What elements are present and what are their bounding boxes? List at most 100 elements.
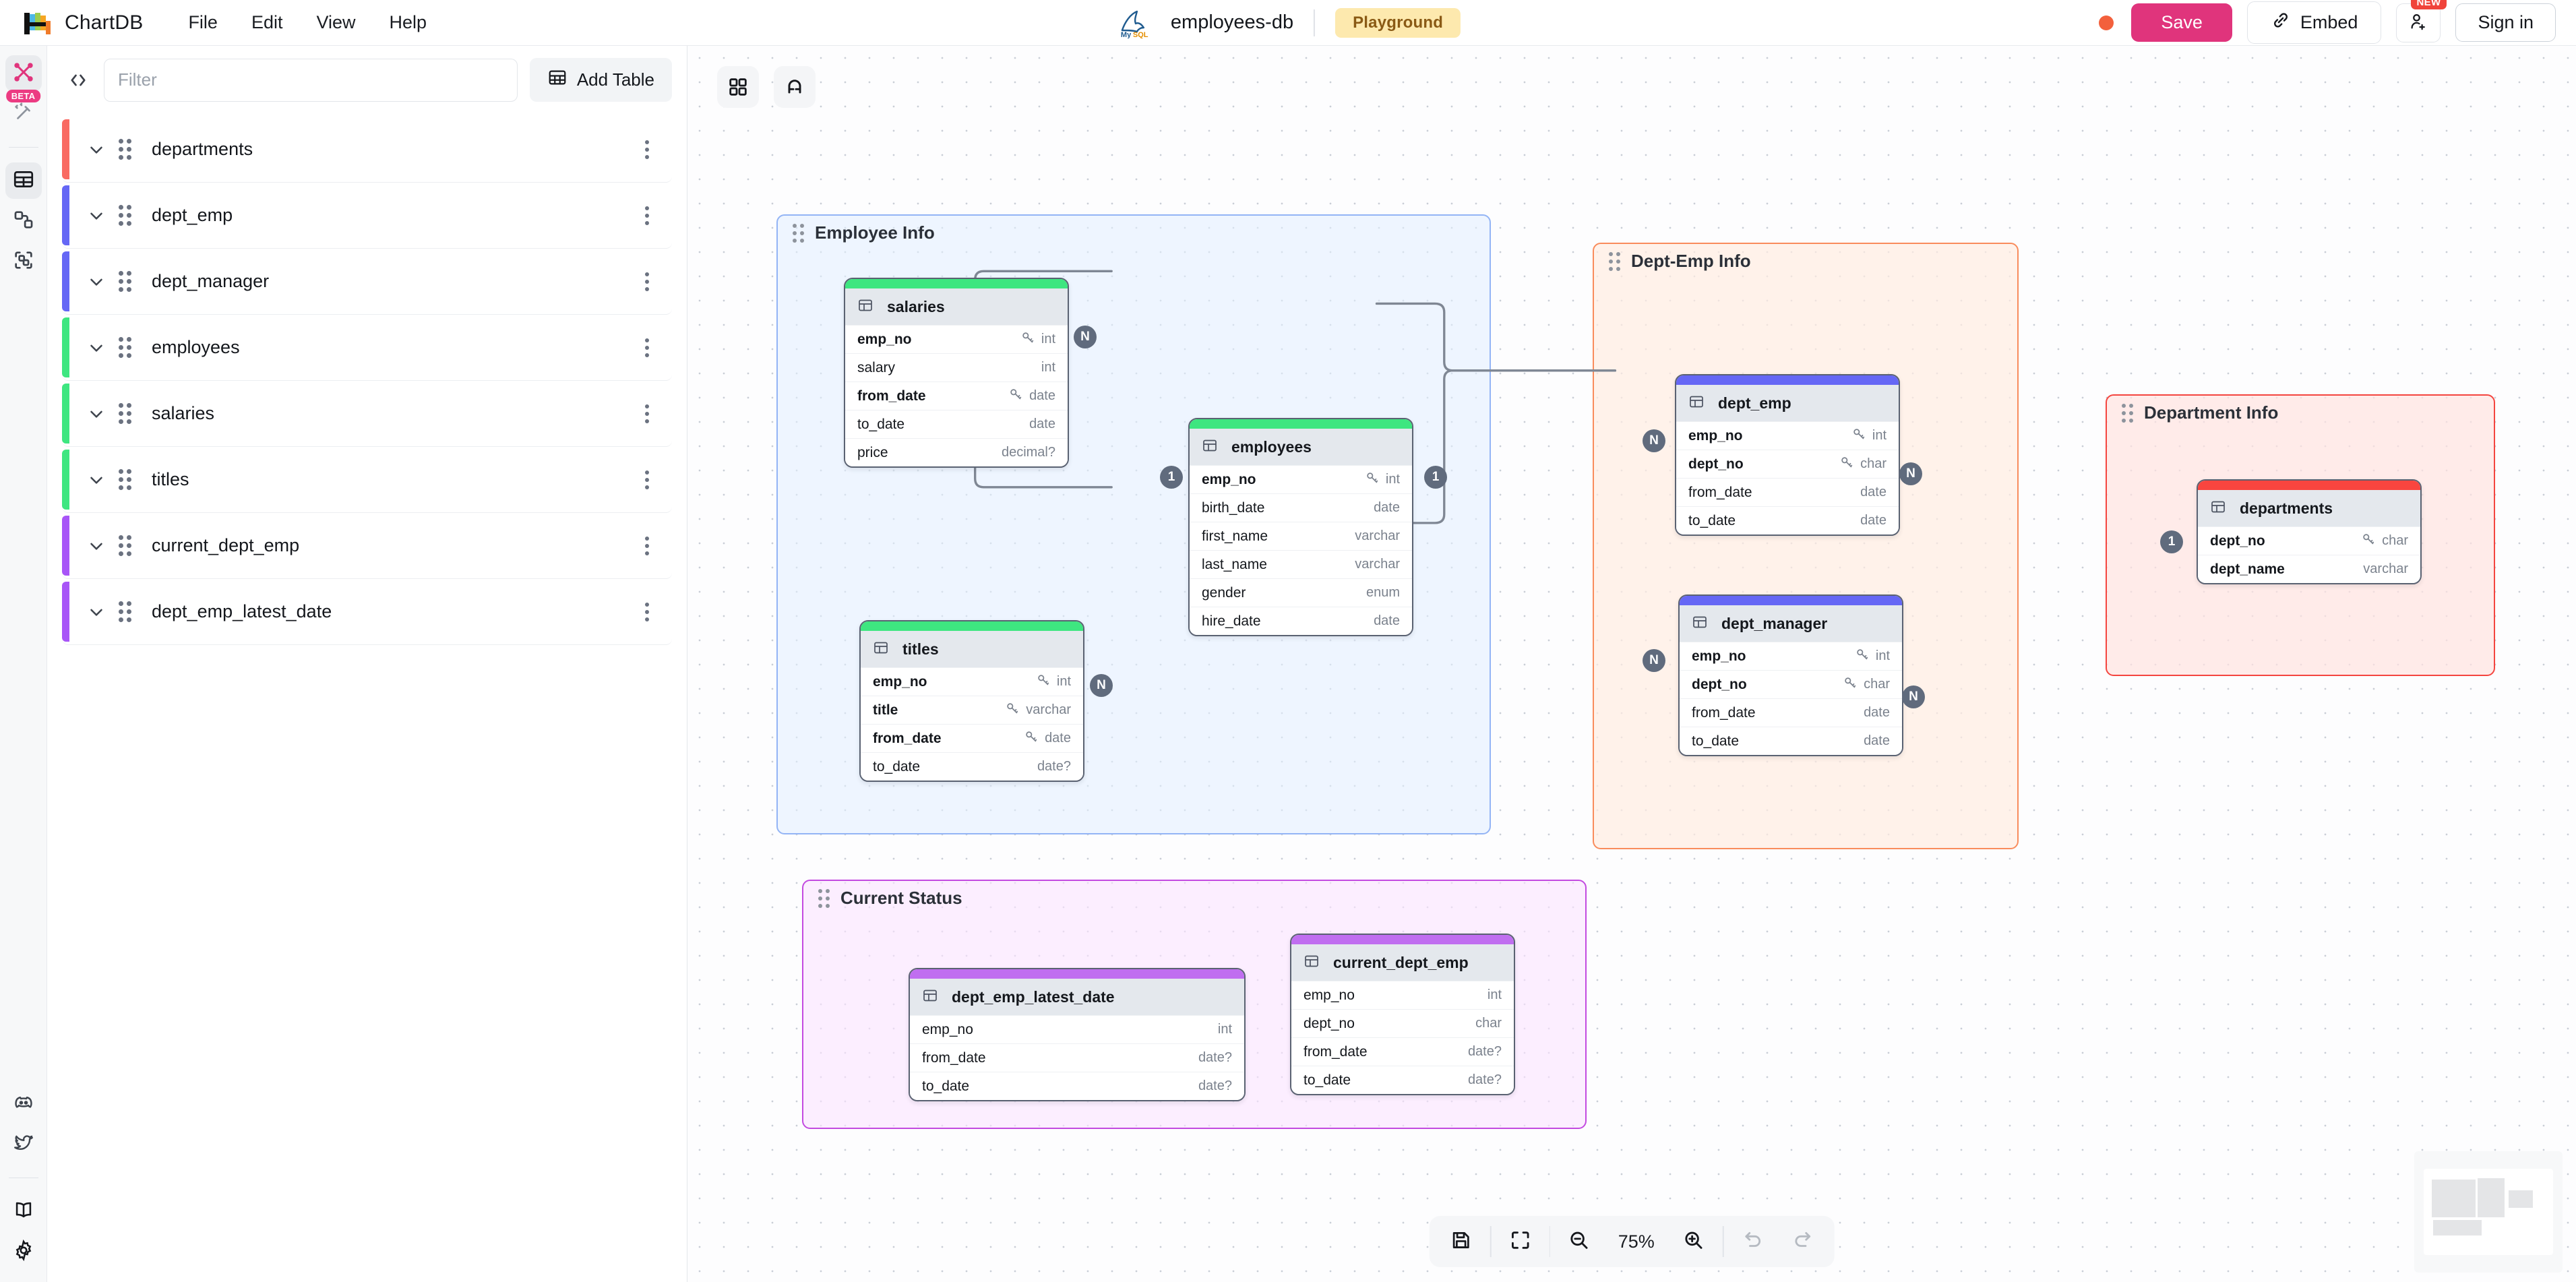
save-button[interactable]: Save: [2131, 3, 2232, 42]
code-view-toggle[interactable]: [65, 67, 92, 94]
zoom-in-button[interactable]: [1669, 1221, 1719, 1262]
grid-view-icon[interactable]: [717, 66, 759, 108]
sidebar-item-dept_manager[interactable]: dept_manager: [62, 249, 672, 315]
sidebar-item-titles[interactable]: titles: [62, 447, 672, 513]
add-user-button[interactable]: NEW: [2396, 0, 2447, 42]
area-dept-emp-info[interactable]: Dept-Emp Info: [1593, 243, 2019, 849]
chevron-down-icon[interactable]: [85, 140, 108, 160]
sidebar-item-salaries[interactable]: salaries: [62, 381, 672, 447]
drag-handle-icon[interactable]: [793, 223, 804, 243]
menu-item-file[interactable]: File: [188, 12, 218, 32]
rail-item-ai-magic[interactable]: BETA: [5, 90, 42, 132]
rail-item-dependencies[interactable]: [5, 243, 42, 280]
table-card-header[interactable]: titles: [861, 631, 1083, 667]
drag-handle-icon[interactable]: [119, 601, 131, 622]
more-options-icon[interactable]: [645, 272, 649, 291]
drag-handle-icon[interactable]: [119, 535, 131, 556]
filter-input[interactable]: [104, 58, 518, 102]
sidebar-item-employees[interactable]: employees: [62, 315, 672, 381]
sidebar-item-current_dept_emp[interactable]: current_dept_emp: [62, 513, 672, 579]
menu-item-edit[interactable]: Edit: [251, 12, 283, 32]
rail-item-diagrams[interactable]: [5, 55, 42, 92]
sidebar-item-departments[interactable]: departments: [62, 117, 672, 183]
rail-item-docs[interactable]: [5, 1193, 42, 1229]
chevron-down-icon[interactable]: [85, 536, 108, 556]
table-card-header[interactable]: salaries: [845, 288, 1068, 325]
more-options-icon[interactable]: [645, 140, 649, 159]
chevron-down-icon[interactable]: [85, 272, 108, 292]
zoom-level-label[interactable]: 75%: [1618, 1231, 1655, 1252]
drag-handle-icon[interactable]: [119, 337, 131, 358]
add-table-button[interactable]: Add Table: [529, 58, 672, 102]
table-card-header[interactable]: departments: [2198, 490, 2420, 526]
more-options-icon[interactable]: [645, 338, 649, 357]
undo-button[interactable]: [1727, 1221, 1777, 1262]
table-card-header[interactable]: dept_emp: [1676, 385, 1899, 421]
more-options-icon[interactable]: [645, 404, 649, 423]
table-card-header[interactable]: dept_manager: [1680, 605, 1902, 642]
drag-handle-icon[interactable]: [119, 271, 131, 292]
sidebar-item-dept_emp[interactable]: dept_emp: [62, 183, 672, 249]
drag-handle-icon[interactable]: [119, 469, 131, 490]
rail-item-tables[interactable]: [5, 162, 42, 199]
embed-button[interactable]: Embed: [2246, 1, 2382, 44]
chevron-down-icon[interactable]: [85, 338, 108, 358]
chevron-down-icon[interactable]: [85, 404, 108, 424]
more-options-icon[interactable]: [645, 602, 649, 621]
drag-handle-icon[interactable]: [119, 139, 131, 160]
more-options-icon[interactable]: [645, 536, 649, 555]
minimap[interactable]: [2414, 1151, 2563, 1273]
more-options-icon[interactable]: [645, 206, 649, 225]
more-options-icon[interactable]: [645, 470, 649, 489]
rail-item-discord[interactable]: [5, 1086, 42, 1122]
rail-item-relationships[interactable]: [5, 203, 42, 239]
rail-item-settings[interactable]: [5, 1233, 42, 1270]
chevron-down-icon[interactable]: [85, 602, 108, 622]
chevron-down-icon[interactable]: [85, 470, 108, 490]
sign-in-button[interactable]: Sign in: [2455, 3, 2556, 42]
menu-item-help[interactable]: Help: [389, 12, 427, 32]
drag-handle-icon[interactable]: [119, 403, 131, 424]
drag-handle-icon[interactable]: [818, 888, 830, 908]
save-diagram-button[interactable]: [1436, 1221, 1486, 1262]
sidebar-item-dept_emp_latest_date[interactable]: dept_emp_latest_date: [62, 579, 672, 645]
drag-handle-icon[interactable]: [119, 205, 131, 226]
table-card-header[interactable]: employees: [1190, 429, 1412, 465]
zoom-out-button[interactable]: [1554, 1221, 1604, 1262]
menu-item-view[interactable]: View: [316, 12, 356, 32]
